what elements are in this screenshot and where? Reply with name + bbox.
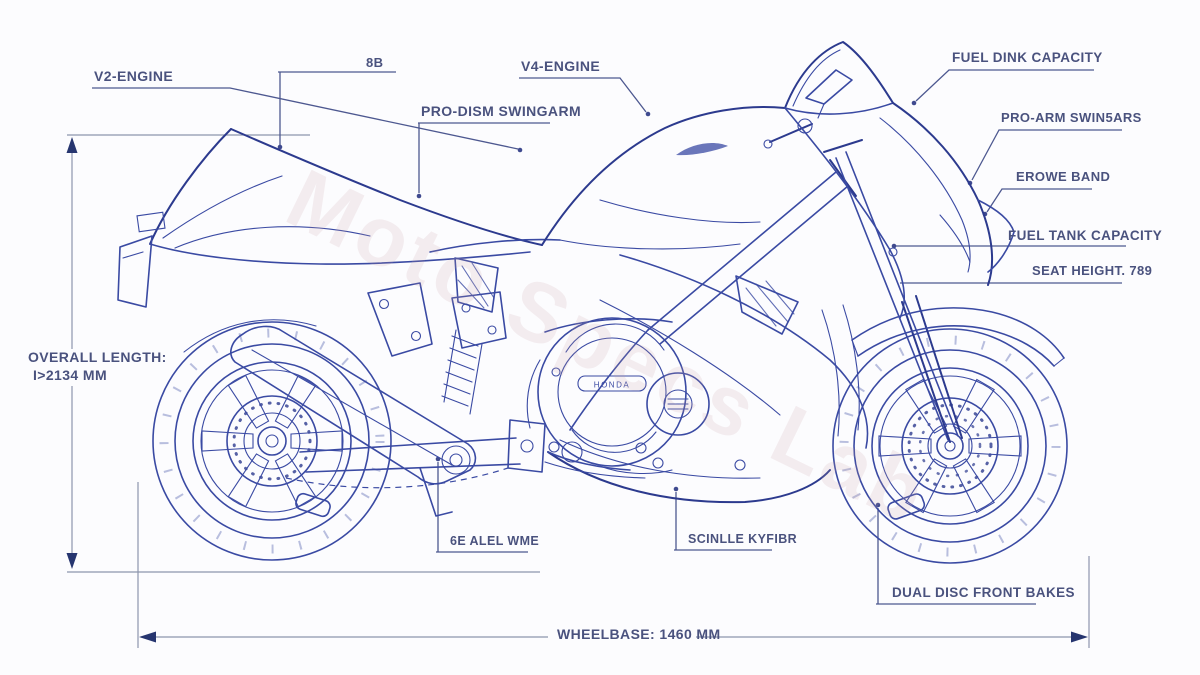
leader-axle-note — [436, 462, 528, 553]
callout-axle-note: 6E ALEL WME — [450, 534, 540, 548]
tail-vent-hatch — [454, 257, 499, 313]
exhaust — [230, 325, 646, 485]
dimension-arrow-right-icon — [1071, 631, 1088, 643]
leader-8b — [278, 71, 396, 145]
rear-wheel — [152, 321, 392, 561]
frame-swingarm-suspension — [285, 159, 857, 517]
bodywork — [117, 41, 1015, 504]
dimension-arrow-left-icon — [139, 631, 156, 643]
leader-pro-dism-swingarm — [418, 122, 550, 193]
callout-seat-height: SEAT HEIGHT. 789 — [1032, 263, 1153, 278]
front-wheel — [832, 328, 1068, 564]
callout-leaders — [92, 69, 1126, 605]
callout-v4-engine: V4-ENGINE — [521, 58, 601, 74]
engine: HONDA — [526, 317, 746, 474]
mirror — [805, 69, 853, 105]
front-fender — [851, 307, 1065, 359]
dimension-arrow-up-icon — [66, 137, 78, 153]
engine-badge-text: HONDA — [594, 381, 630, 390]
callout-fuel-dink-capacity: FUEL DINK CAPACITY — [952, 50, 1103, 65]
wing-emblem-icon — [676, 143, 728, 156]
leader-pro-arm-swingars — [971, 129, 1122, 181]
leader-silencer-note — [674, 492, 772, 551]
dimension-lines — [66, 134, 1090, 648]
callout-silencer-note: SCINLLE KYFIBR — [688, 532, 798, 546]
callout-pro-dism-swingarm: PRO-DISM SWINGARM — [421, 103, 582, 119]
leader-v4-engine — [519, 77, 647, 113]
front-end — [823, 139, 1065, 443]
callout-fuel-tank-capacity: FUEL TANK CAPACITY — [1008, 228, 1163, 243]
windscreen — [784, 41, 894, 109]
callout-erowe-band: EROWE BAND — [1016, 169, 1111, 184]
leader-v2-engine — [92, 87, 519, 150]
callout-v2-engine: V2-ENGINE — [94, 68, 174, 84]
dimension-arrow-down-icon — [66, 553, 78, 569]
callout-dual-disc-front-brakes: DUAL DISC FRONT BAKES — [892, 585, 1075, 600]
callout-8b: 8B — [366, 55, 384, 70]
dimension-overall-length-line1: OVERALL LENGTH: — [28, 349, 167, 365]
fairing-vent-hatch — [735, 275, 799, 335]
dimension-overall-length-line2: I>2134 MM — [33, 367, 108, 383]
leader-erowe-band — [986, 188, 1092, 213]
leader-fuel-dink-capacity — [915, 69, 1094, 102]
dimension-wheelbase: WHEELBASE: 1460 MM — [557, 626, 721, 642]
leader-dual-disc — [876, 508, 1036, 605]
callout-pro-arm-swingars: PRO-ARM SWIN5ARS — [1001, 110, 1142, 125]
